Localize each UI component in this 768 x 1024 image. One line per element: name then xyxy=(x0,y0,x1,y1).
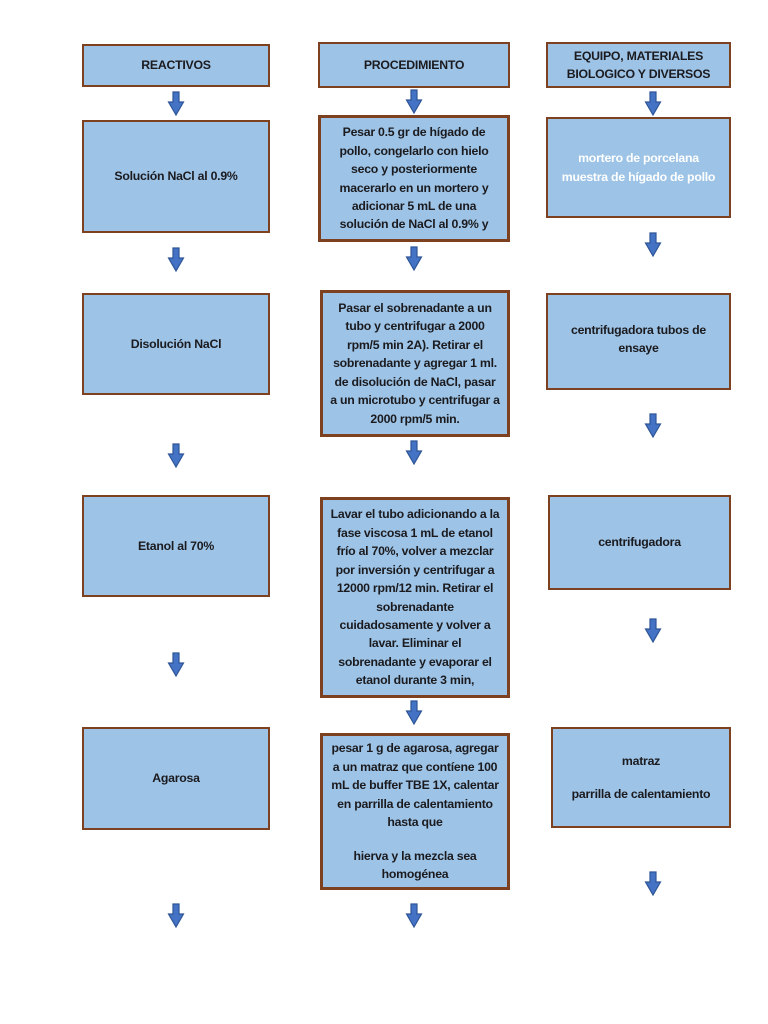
box-label: Lavar el tubo adicionando a la fase visc… xyxy=(330,507,500,688)
box-equipo-mortero-muestra: mortero de porcelana muestra de hígado d… xyxy=(546,117,731,218)
box-label: centrifugadora tubos de ensaye xyxy=(571,323,706,356)
box-label: centrifugadora xyxy=(598,535,681,550)
box-reactivo-solucion-nacl: Solución NaCl al 0.9% xyxy=(82,120,270,233)
box-paragraph-1: matraz xyxy=(621,753,661,768)
box-label: Disolución NaCl xyxy=(130,336,222,351)
down-arrow-icon xyxy=(644,871,662,896)
box-label-line-2: muestra de hígado de pollo xyxy=(561,169,716,184)
box-equipo-centrifugadora-tubos: centrifugadora tubos de ensaye xyxy=(546,293,731,390)
down-arrow-icon xyxy=(167,247,185,272)
box-procedimiento-paso-4: pesar 1 g de agarosa, agregar a un matra… xyxy=(320,733,510,890)
down-arrow-icon xyxy=(167,91,185,116)
header-reactivos-label: REACTIVOS xyxy=(141,58,211,73)
down-arrow-icon xyxy=(644,91,662,116)
down-arrow-icon xyxy=(644,618,662,643)
box-procedimiento-paso-1: Pesar 0.5 gr de hígado de pollo, congela… xyxy=(318,115,510,242)
header-procedimiento: PROCEDIMIENTO xyxy=(318,42,510,88)
box-label: Etanol al 70% xyxy=(137,538,215,553)
down-arrow-icon xyxy=(167,903,185,928)
box-label: Solución NaCl al 0.9% xyxy=(114,169,238,184)
box-label-line-1: mortero de porcelana xyxy=(578,151,699,166)
box-label: Pesar 0.5 gr de hígado de pollo, congela… xyxy=(339,125,489,232)
box-label: Agarosa xyxy=(152,771,200,786)
down-arrow-icon xyxy=(167,652,185,677)
box-equipo-matraz-parrilla: matraz parrilla de calentamiento xyxy=(551,727,731,828)
down-arrow-icon xyxy=(405,903,423,928)
down-arrow-icon xyxy=(644,413,662,438)
down-arrow-icon xyxy=(405,700,423,725)
box-equipo-centrifugadora: centrifugadora xyxy=(548,495,731,590)
box-procedimiento-paso-2: Pasar el sobrenadante a un tubo y centri… xyxy=(320,290,510,437)
box-procedimiento-paso-3: Lavar el tubo adicionando a la fase visc… xyxy=(320,497,510,698)
box-paragraph-1: pesar 1 g de agarosa, agregar a un matra… xyxy=(331,741,499,830)
down-arrow-icon xyxy=(405,246,423,271)
header-equipo: EQUIPO, MATERIALES BIOLOGICO Y DIVERSOS xyxy=(546,42,731,88)
box-reactivo-etanol: Etanol al 70% xyxy=(82,495,270,597)
box-paragraph-2: hierva y la mezcla sea homogénea xyxy=(353,848,477,882)
box-paragraph-2: parrilla de calentamiento xyxy=(571,787,711,801)
box-reactivo-disolucion-nacl: Disolución NaCl xyxy=(82,293,270,395)
header-equipo-label: EQUIPO, MATERIALES BIOLOGICO Y DIVERSOS xyxy=(566,48,711,81)
box-label: Pasar el sobrenadante a un tubo y centri… xyxy=(330,300,500,426)
header-reactivos: REACTIVOS xyxy=(82,44,270,87)
down-arrow-icon xyxy=(644,232,662,257)
header-procedimiento-label: PROCEDIMIENTO xyxy=(363,57,465,72)
down-arrow-icon xyxy=(405,440,423,465)
box-reactivo-agarosa: Agarosa xyxy=(82,727,270,830)
down-arrow-icon xyxy=(405,89,423,114)
down-arrow-icon xyxy=(167,443,185,468)
